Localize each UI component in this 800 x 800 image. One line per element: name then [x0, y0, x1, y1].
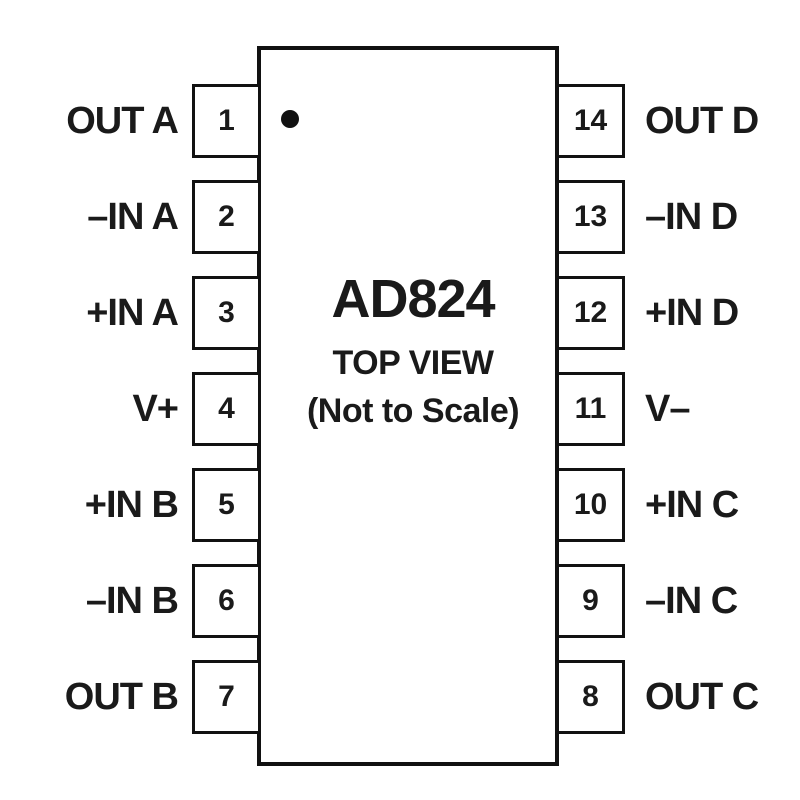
pin-label: +IN C — [645, 483, 739, 526]
pin-box: 13 — [559, 180, 625, 254]
pin-label: OUT C — [645, 675, 759, 718]
pin-label: V+ — [132, 387, 179, 430]
pin-box: 8 — [559, 660, 625, 734]
pin-box: 12 — [559, 276, 625, 350]
pin-box: 7 — [192, 660, 258, 734]
pin-box: 2 — [192, 180, 258, 254]
pin-box: 14 — [559, 84, 625, 158]
pin-label: +IN A — [86, 291, 179, 334]
pin-label: V– — [645, 387, 690, 430]
pin-label: –IN A — [87, 195, 179, 238]
pin-box: 3 — [192, 276, 258, 350]
pin-box: 4 — [192, 372, 258, 446]
pin-box: 1 — [192, 84, 258, 158]
pin-box: 10 — [559, 468, 625, 542]
scale-note: (Not to Scale) — [306, 392, 520, 430]
view-label: TOP VIEW — [332, 344, 494, 382]
pin-label: –IN D — [645, 195, 738, 238]
pin-box: 6 — [192, 564, 258, 638]
pin-label: +IN D — [645, 291, 739, 334]
pin-box: 5 — [192, 468, 258, 542]
pin-label: OUT D — [645, 99, 759, 142]
pin-label: –IN B — [85, 579, 179, 622]
pin-label: –IN C — [645, 579, 738, 622]
part-number: AD824 — [331, 269, 495, 329]
chip-body — [257, 46, 559, 766]
pin-label: +IN B — [84, 483, 179, 526]
pin-label: OUT B — [64, 675, 179, 718]
pin1-indicator-dot — [281, 110, 299, 128]
pin-label: OUT A — [66, 99, 179, 142]
pin-box: 11 — [559, 372, 625, 446]
pin-box: 9 — [559, 564, 625, 638]
